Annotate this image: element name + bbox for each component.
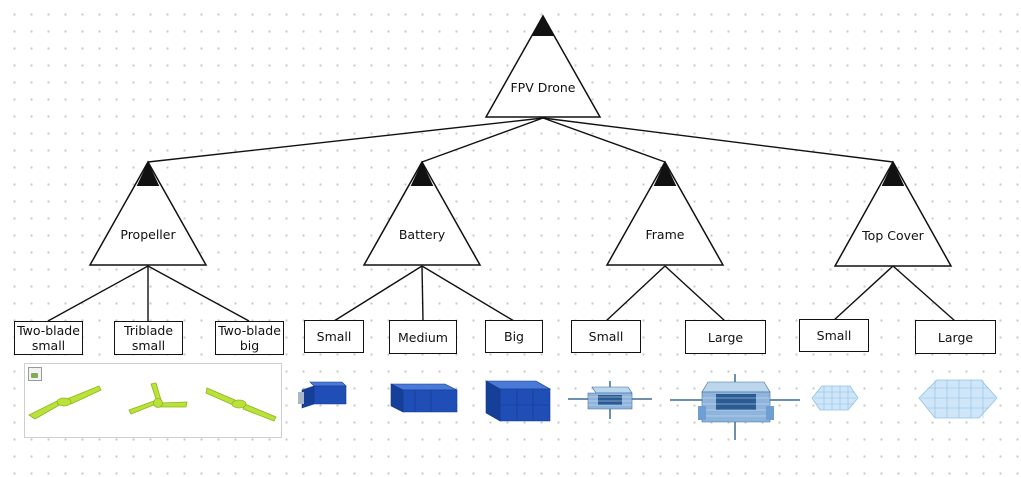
leaf-battery-big[interactable]: Big: [485, 320, 543, 353]
battery-big-image: [484, 380, 552, 422]
root-node-label: FPV Drone: [510, 80, 575, 95]
group-node-label: Propeller: [120, 227, 176, 242]
leaf-label-line: Two-blade: [17, 323, 80, 338]
group-node-marker: [881, 162, 905, 186]
root-connectors: [147, 117, 894, 163]
group-node-label: Frame: [646, 227, 685, 242]
leaf-label: Large: [937, 329, 974, 345]
leaf-label-line: big: [239, 338, 260, 353]
leaf-label: Medium: [398, 329, 448, 345]
group-node-propeller[interactable]: Propeller: [88, 160, 208, 266]
battery-small-image: [298, 381, 347, 409]
leaf-connectors: [47, 265, 956, 322]
leaf-label: Small: [316, 329, 352, 344]
group-node-marker: [410, 162, 434, 186]
leaf-battery-small[interactable]: Small: [304, 320, 364, 353]
group-node-marker: [653, 162, 677, 186]
propeller-images-panel: [24, 363, 282, 438]
leaf-label-line: small: [31, 338, 66, 353]
group-node-top-cover[interactable]: Top Cover: [833, 160, 953, 267]
top-cover-small-image: [811, 385, 859, 411]
group-node-battery[interactable]: Battery: [362, 160, 482, 266]
group-node-label: Battery: [399, 227, 446, 242]
leaf-label: Large: [707, 329, 744, 345]
leaf-frame-large[interactable]: Large: [685, 320, 766, 354]
leaf-label-line: Two-blade: [218, 323, 281, 338]
group-node-marker: [136, 162, 160, 186]
propeller-two-blade-small-image: [28, 385, 102, 420]
root-node-fpv-drone[interactable]: FPV Drone: [484, 14, 602, 118]
propeller-triblade-small-image: [128, 382, 188, 415]
leaf-frame-small[interactable]: Small: [571, 320, 641, 353]
broken-image-icon: [28, 367, 42, 381]
leaf-top-cover-large[interactable]: Large: [915, 320, 996, 354]
leaf-label: Big: [504, 329, 524, 344]
leaf-top-cover-small[interactable]: Small: [799, 319, 869, 352]
leaf-battery-medium[interactable]: Medium: [389, 320, 457, 354]
leaf-label: Small: [588, 329, 624, 344]
frame-large-image: [670, 374, 800, 440]
frame-small-image: [568, 381, 652, 419]
battery-medium-image: [390, 383, 458, 413]
root-node-marker: [531, 16, 555, 36]
leaf-label-line: small: [131, 338, 166, 353]
group-node-label: Top Cover: [861, 228, 925, 243]
top-cover-large-image: [918, 379, 998, 419]
leaf-label-line: Triblade: [123, 323, 174, 338]
propeller-two-blade-big-image: [205, 387, 277, 422]
leaf-label: Small: [816, 328, 852, 343]
group-node-frame[interactable]: Frame: [605, 160, 725, 266]
